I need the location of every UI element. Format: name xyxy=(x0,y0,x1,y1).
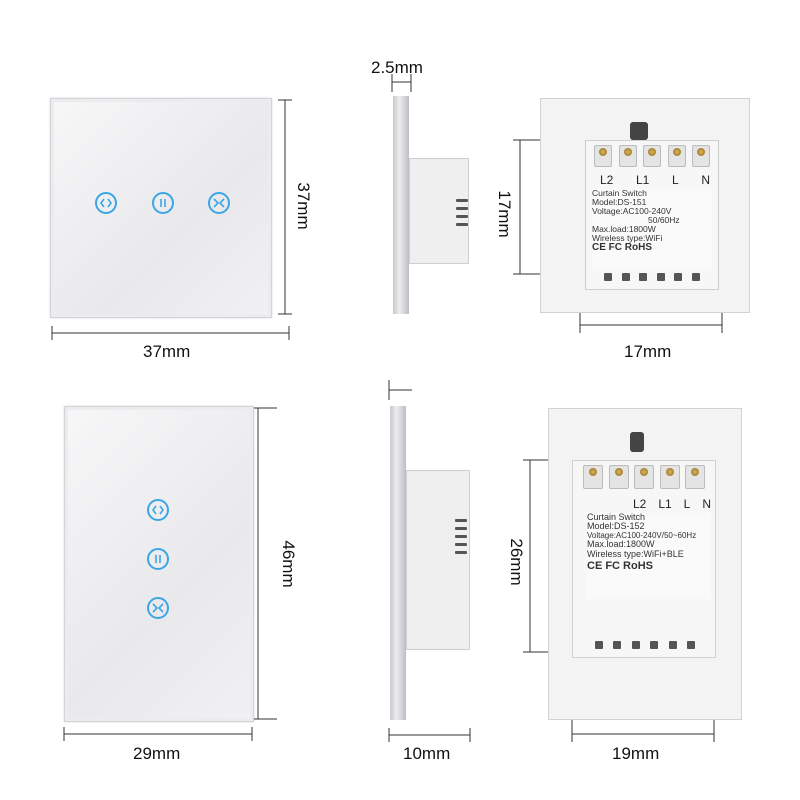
mount-hole-bottom xyxy=(630,432,644,452)
sticker-line: Curtain Switch xyxy=(587,512,646,522)
terminal-labels-top: L2 L1 L N xyxy=(600,173,710,187)
curtain-close-button[interactable] xyxy=(208,192,230,214)
curtain-open-button[interactable] xyxy=(147,499,169,521)
top-back-height-label: 17mm xyxy=(495,190,514,238)
side-glass-top xyxy=(393,96,409,314)
terminal-block-bottom xyxy=(583,465,705,489)
terminal-label: L xyxy=(683,497,691,511)
sticker-line: Wireless type:WiFi xyxy=(592,232,663,243)
sticker-line: Curtain Switch xyxy=(592,188,647,198)
curtain-open-icon xyxy=(100,198,112,208)
pause-icon xyxy=(155,555,161,563)
terminal-labels-bottom: L2 L1 L N xyxy=(633,497,711,511)
terminal-label: N xyxy=(702,497,711,511)
curtain-close-button[interactable] xyxy=(147,597,169,619)
vents-bottom xyxy=(595,641,695,651)
curtain-open-button[interactable] xyxy=(95,192,117,214)
pause-button[interactable] xyxy=(151,192,174,214)
sticker-line: Max.load:1800W xyxy=(592,223,656,234)
top-front-height-label: 37mm xyxy=(294,182,313,230)
back-module-bottom: L2 L1 L N Curtain Switch Model:DS-152 Vo… xyxy=(572,460,716,658)
curtain-close-icon xyxy=(213,198,225,208)
front-panel-square xyxy=(50,98,272,318)
side-module-bottom xyxy=(406,470,470,650)
top-front-width-label: 37mm xyxy=(143,342,191,361)
side-module-top xyxy=(409,158,469,264)
side-glass-bottom xyxy=(390,406,406,720)
terminal-label: L2 xyxy=(600,173,614,187)
pause-icon xyxy=(159,199,166,207)
sticker-line: Model:DS-151 xyxy=(592,196,647,207)
product-sticker-bottom: Curtain Switch Model:DS-152 Voltage:AC10… xyxy=(587,512,711,599)
product-sticker-top: Curtain Switch Model:DS-151 Voltage:AC10… xyxy=(592,189,712,269)
bottom-front-height-label: 46mm xyxy=(279,540,298,588)
certification-marks: CE FC RoHS xyxy=(587,560,653,573)
pause-button[interactable] xyxy=(147,548,169,570)
terminal-label: L2 xyxy=(633,497,647,511)
curtain-open-icon xyxy=(152,505,164,515)
certification-marks: CE FC RoHS xyxy=(592,241,652,253)
terminal-block-top xyxy=(594,145,710,167)
sticker-line: Voltage:AC100-240V/50~60Hz xyxy=(587,530,697,540)
sticker-line: 50/60Hz xyxy=(648,214,680,225)
terminal-label: L xyxy=(672,173,679,187)
top-side-thickness-label: 2.5mm xyxy=(371,58,423,77)
terminal-label: L1 xyxy=(636,173,650,187)
terminal-label: N xyxy=(701,173,710,187)
button-group xyxy=(95,192,230,218)
mount-hole-top xyxy=(630,122,648,140)
front-panel-tall xyxy=(64,406,254,722)
sticker-line: Voltage:AC100-240V xyxy=(592,205,672,216)
sticker-line: Max.load:1800W xyxy=(587,539,655,550)
bottom-back-width-label: 19mm xyxy=(612,744,660,763)
back-module-top: L2 L1 L N Curtain Switch Model:DS-151 Vo… xyxy=(585,140,719,290)
top-back-width-label: 17mm xyxy=(624,342,672,361)
sticker-line: Model:DS-152 xyxy=(587,521,645,532)
button-group xyxy=(145,499,171,619)
curtain-close-icon xyxy=(152,603,164,613)
bottom-back-height-label: 26mm xyxy=(507,538,526,586)
bottom-front-width-label: 29mm xyxy=(133,744,181,763)
vents-top xyxy=(604,273,700,283)
bottom-side-depth-label: 10mm xyxy=(403,744,451,763)
sticker-line: Wireless type:WiFi+BLE xyxy=(587,548,684,559)
terminal-label: L1 xyxy=(658,497,672,511)
